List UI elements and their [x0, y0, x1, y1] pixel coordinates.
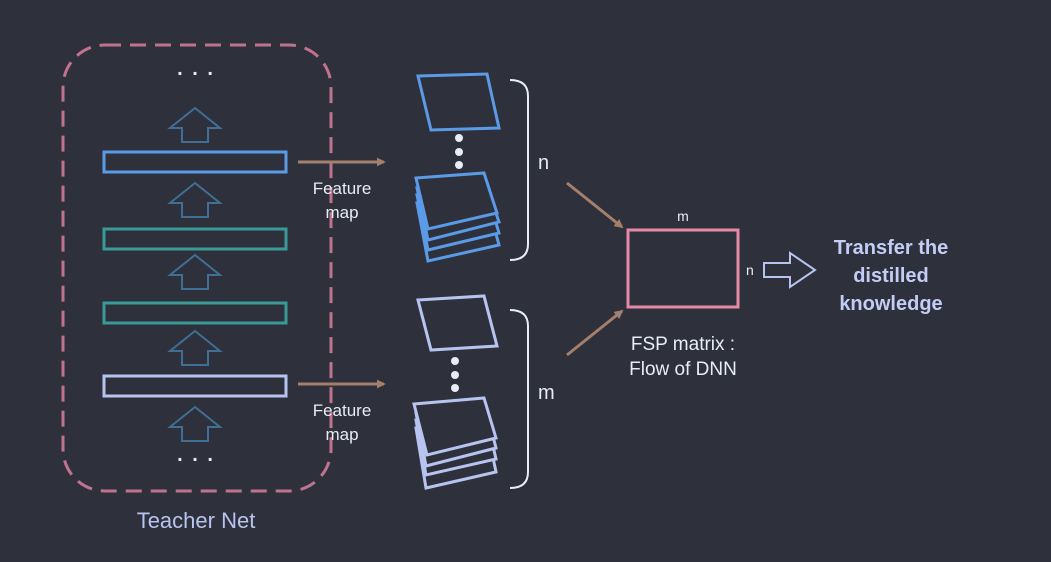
feature-map-label-line1: Feature: [312, 401, 372, 420]
vertical-ellipsis-icon: [455, 134, 463, 169]
up-arrow-icon: [167, 405, 223, 442]
right-brace-top: [509, 79, 529, 261]
fsp-caption-line2: Flow of DNN: [629, 359, 737, 380]
fsp-input-arrow-top: [566, 181, 624, 229]
layer-bar-lavender: [102, 374, 288, 398]
brace-label-m: m: [538, 382, 555, 404]
fsp-matrix-caption: FSP matrix : Flow of DNN: [600, 332, 766, 382]
feature-map-label-bottom: Feature map: [296, 399, 388, 447]
right-brace-bottom: [509, 309, 529, 489]
transfer-line1: Transfer the: [833, 237, 949, 259]
teacher-net-label: Teacher Net: [136, 508, 256, 533]
transfer-arrow-icon: [763, 251, 817, 289]
transfer-line3: knowledge: [839, 293, 943, 315]
feature-map-label-line1: Feature: [312, 179, 372, 198]
layer-bar-teal: [102, 227, 288, 251]
fsp-caption-line1: FSP matrix :: [630, 334, 736, 355]
fsp-height-label: n: [746, 262, 754, 278]
fsp-input-arrow-bottom: [566, 309, 624, 357]
feature-map-stack-top: [414, 171, 501, 263]
fsp-width-label: m: [677, 208, 689, 224]
vertical-ellipsis-icon: [451, 357, 459, 392]
up-arrow-icon: [167, 253, 223, 290]
teacher-net-container: [61, 43, 333, 493]
feature-map-stack-bottom: [412, 396, 498, 490]
ellipsis-top: . . .: [177, 58, 215, 80]
transfer-line2: distilled: [853, 265, 929, 287]
up-arrow-icon: [167, 181, 223, 218]
fsp-matrix-box: [626, 228, 740, 309]
brace-label-n: n: [538, 152, 550, 174]
feature-map-plane: [416, 72, 501, 132]
transfer-knowledge-text: Transfer the distilled knowledge: [812, 234, 970, 318]
feature-map-label-line2: map: [325, 203, 359, 222]
feature-map-label-top: Feature map: [296, 177, 388, 225]
feature-map-label-line2: map: [325, 425, 359, 444]
layer-bar-blue: [102, 150, 288, 174]
up-arrow-icon: [167, 329, 223, 366]
ellipsis-bottom: . . .: [177, 444, 215, 466]
up-arrow-icon: [167, 106, 223, 143]
feature-map-plane: [416, 294, 499, 352]
layer-bar-teal: [102, 301, 288, 325]
